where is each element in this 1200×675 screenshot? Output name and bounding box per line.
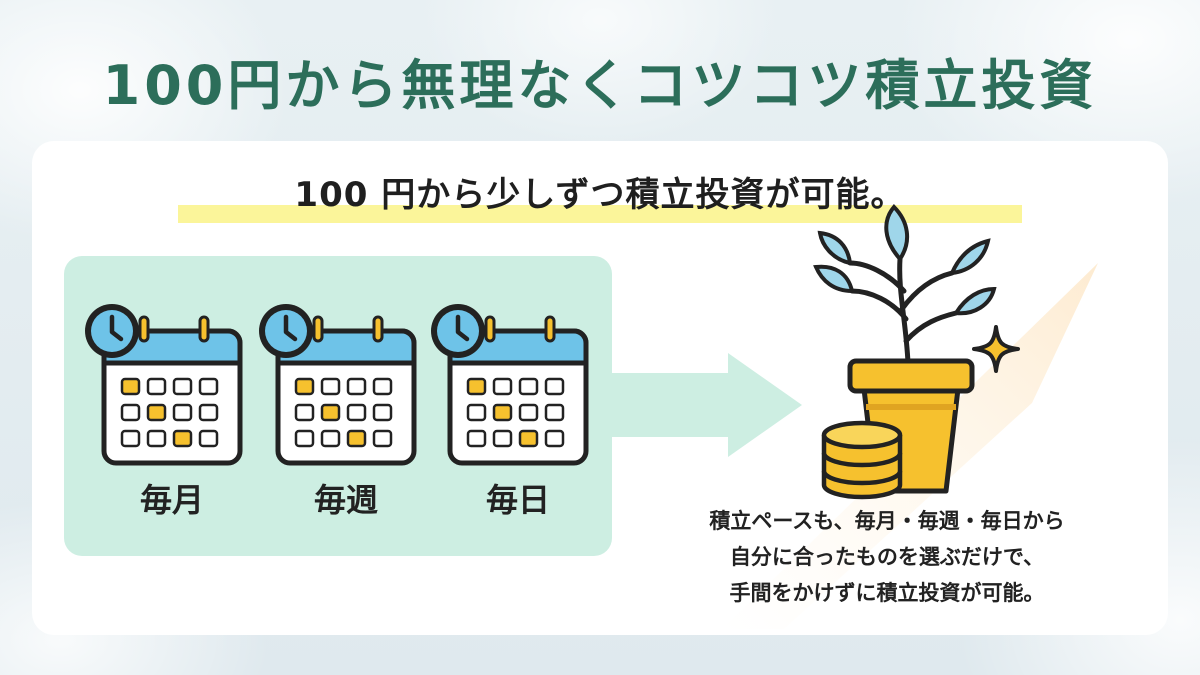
description-line: 自分に合ったものを選ぶだけで、 bbox=[729, 545, 1045, 569]
description-line: 積立ペースも、毎月・毎週・毎日から bbox=[709, 509, 1065, 533]
subtitle-text: 100 円から少しずつ積立投資が可能。 bbox=[294, 175, 906, 215]
calendar-label-monthly: 毎月 bbox=[140, 481, 204, 519]
page-title: 100円から無理なくコツコツ積立投資 bbox=[102, 54, 1098, 117]
arrow-right-icon bbox=[612, 353, 802, 457]
coin-stack-icon bbox=[821, 420, 903, 500]
description-line: 手間をかけずに積立投資が可能。 bbox=[729, 581, 1045, 605]
description: 積立ペースも、毎月・毎週・毎日から 自分に合ったものを選ぶだけで、 手間をかけず… bbox=[627, 503, 1147, 611]
plant-pot-icon bbox=[813, 204, 997, 494]
subtitle: 100 円から少しずつ積立投資が可能。 bbox=[282, 171, 918, 219]
calendar-label-weekly: 毎週 bbox=[314, 481, 378, 519]
calendar-label-daily: 毎日 bbox=[486, 481, 550, 519]
sparkle-icon bbox=[972, 325, 1020, 373]
content-card: 100 円から少しずつ積立投資が可能。 bbox=[32, 141, 1168, 635]
illustration: 毎月 毎週 毎日 bbox=[64, 204, 1098, 629]
